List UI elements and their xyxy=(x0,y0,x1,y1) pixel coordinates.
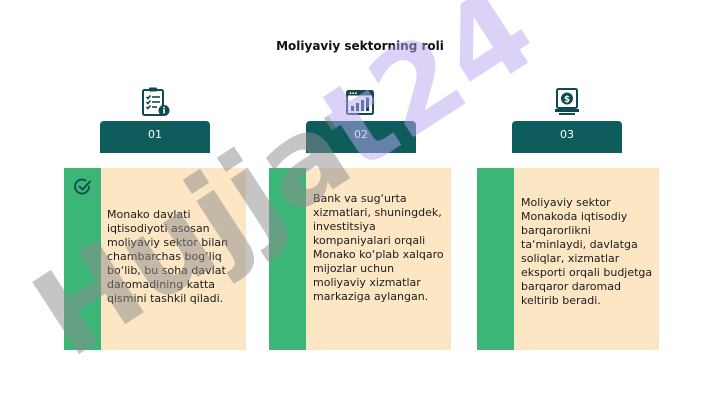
step-number: 01 xyxy=(148,128,162,141)
step-tab-03: 03 xyxy=(512,121,622,153)
svg-text:$: $ xyxy=(564,95,570,105)
step-number: 02 xyxy=(354,128,368,141)
card-text-03: Moliyaviy sektor Monakoda iqtisodiy barq… xyxy=(521,196,653,307)
money-monitor-icon: $ xyxy=(551,86,583,118)
step-tab-01: 01 xyxy=(100,121,210,153)
card-text-01: Monako davlati iqtisodiyoti asosan moliy… xyxy=(107,208,229,305)
step-number: 03 xyxy=(560,128,574,141)
bar-chart-window-icon xyxy=(344,86,376,118)
slide-title: Moliyaviy sektorning roli xyxy=(276,39,444,53)
card-text-02: Bank va sug‘urta xizmatlari, shuningdek,… xyxy=(313,192,444,303)
step-tab-02: 02 xyxy=(306,121,416,153)
card-stripe-01 xyxy=(64,168,101,350)
clipboard-checklist-icon xyxy=(139,86,171,118)
check-circle-icon xyxy=(73,177,93,197)
card-stripe-02 xyxy=(269,168,306,350)
card-stripe-03 xyxy=(477,168,514,350)
